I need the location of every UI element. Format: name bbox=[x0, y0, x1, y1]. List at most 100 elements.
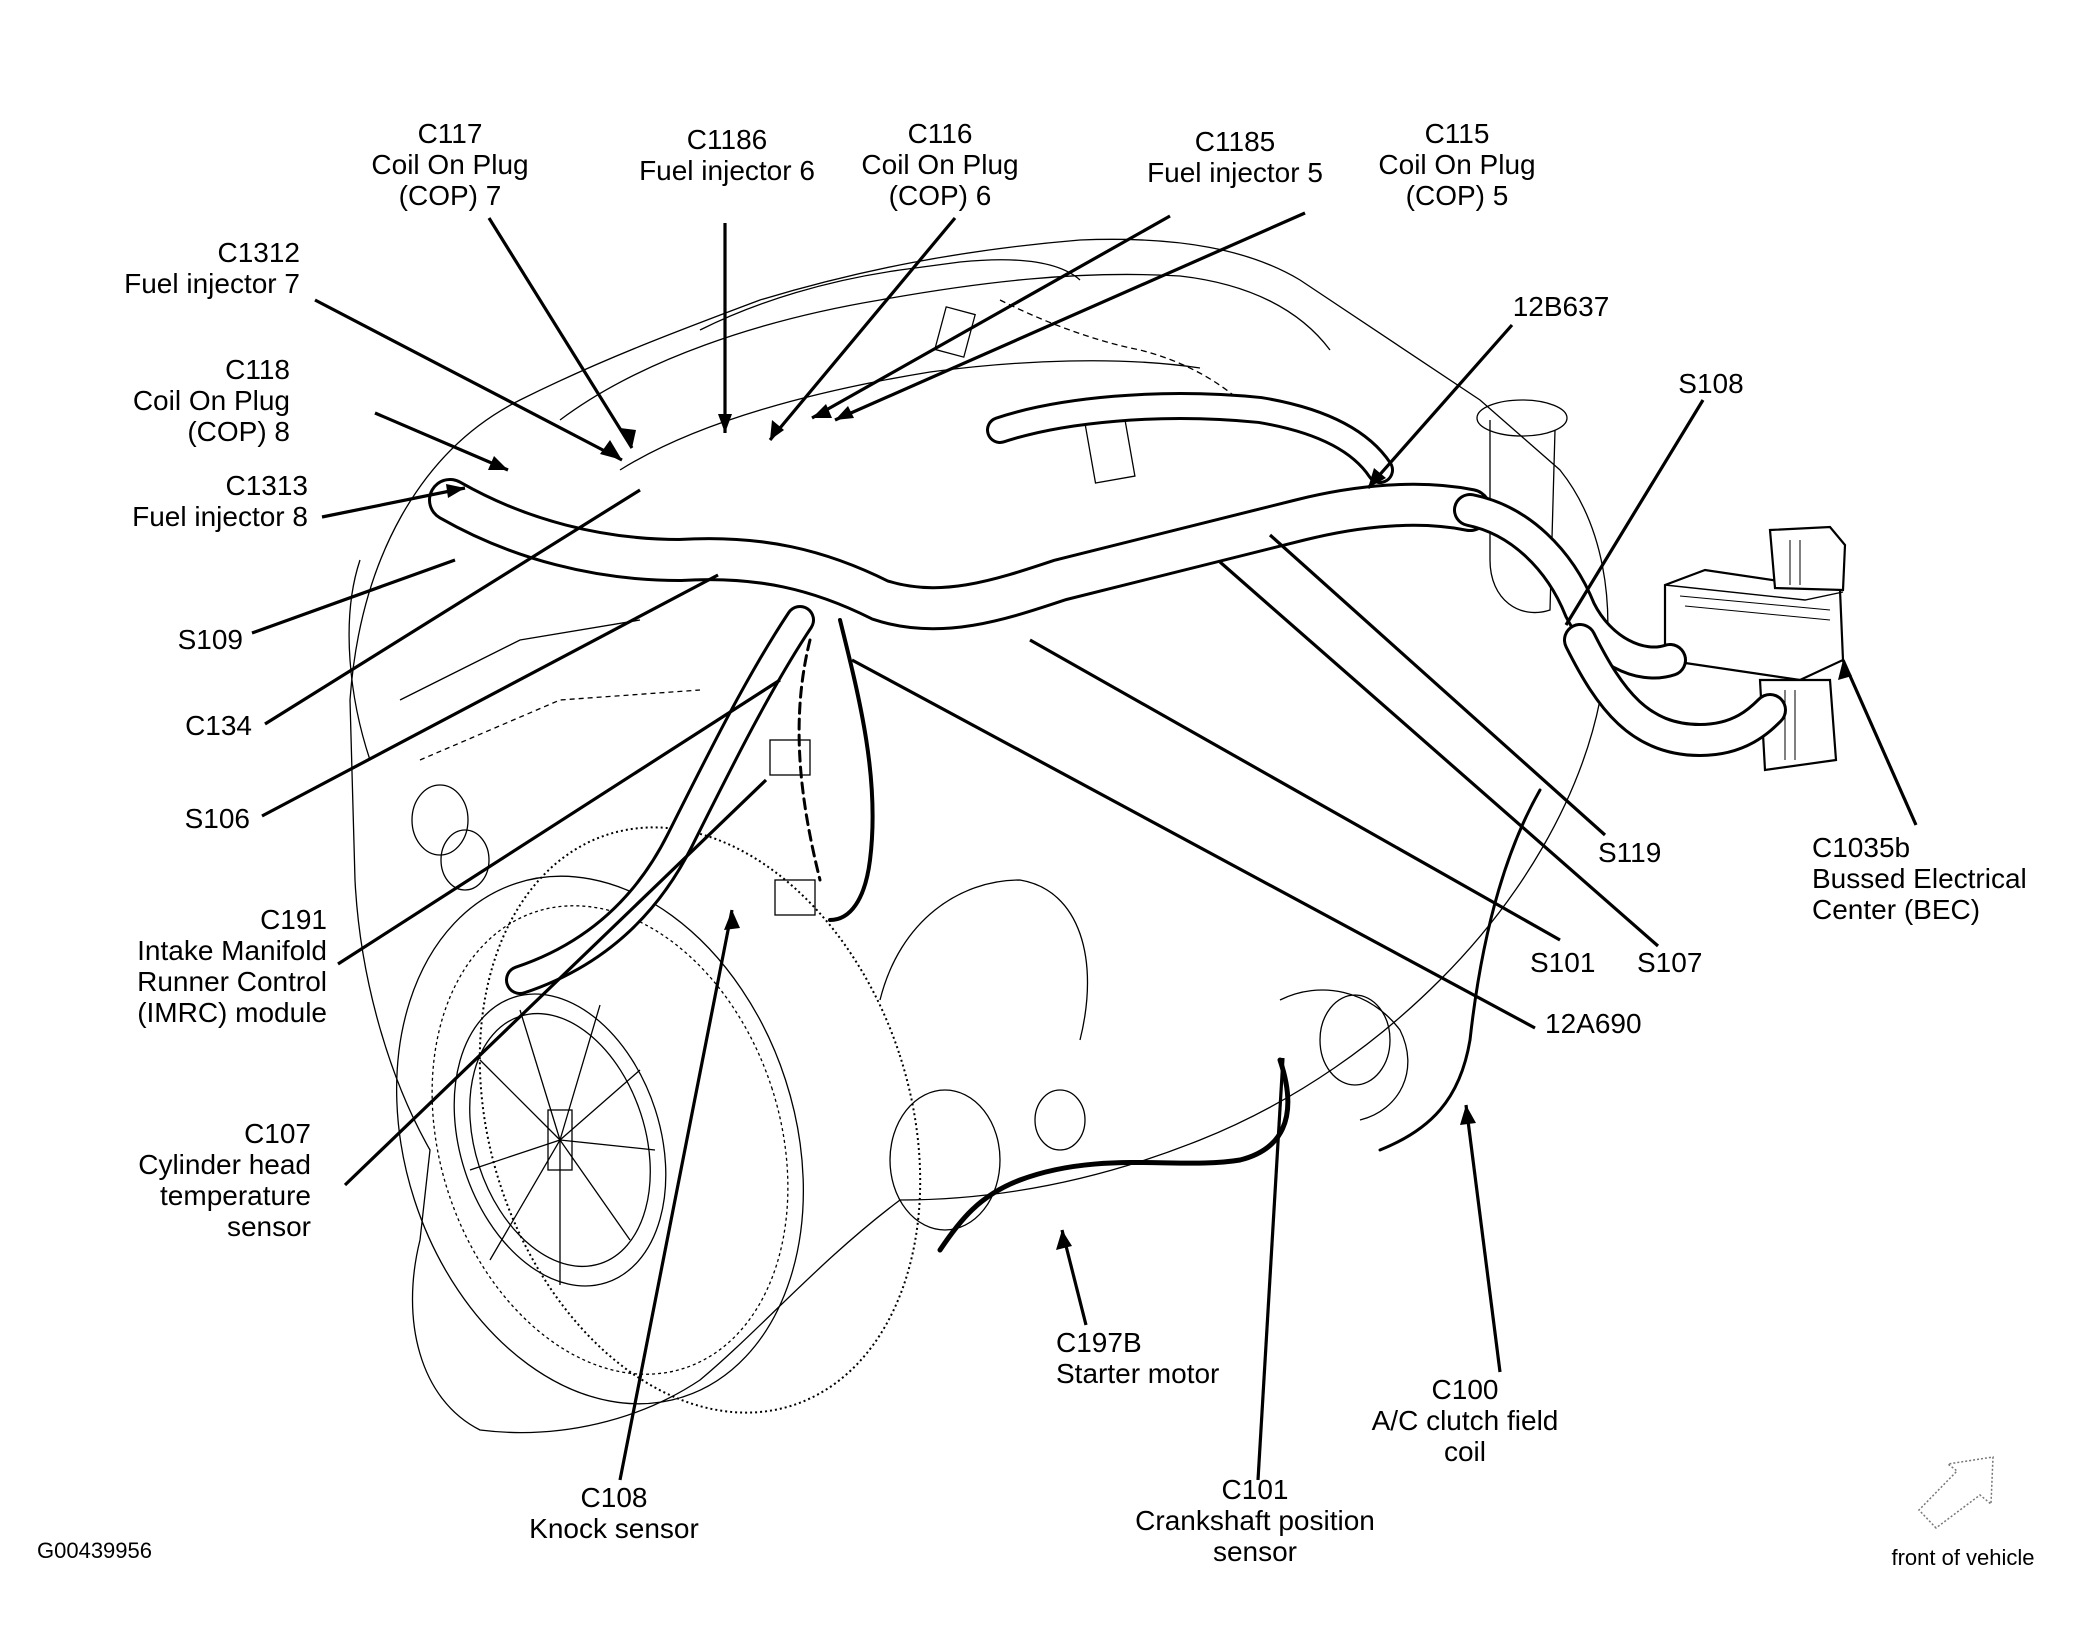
leader-c116 bbox=[768, 216, 957, 442]
callout-code: C116 bbox=[907, 118, 973, 149]
callout-description: Center (BEC) bbox=[1812, 894, 1981, 925]
callout-code: C107 bbox=[244, 1118, 311, 1149]
callout-description: Starter motor bbox=[1056, 1358, 1220, 1389]
callout-description: Fuel injector 8 bbox=[132, 501, 308, 532]
wiring-harness-drawing bbox=[428, 392, 1787, 1253]
leader-s107 bbox=[1218, 560, 1660, 948]
callout-s106: S106 bbox=[185, 803, 250, 834]
callout-c1312: C1312 Fuel injector 7 bbox=[124, 237, 300, 299]
callout-code: S109 bbox=[177, 624, 243, 655]
callout-description: Fuel injector 6 bbox=[639, 155, 815, 186]
leader-s106 bbox=[261, 573, 719, 818]
leader-s109 bbox=[251, 558, 456, 635]
callout-c1035b: C1035b Bussed Electrical Center (BEC) bbox=[1812, 832, 2027, 925]
callout-description: A/C clutch field bbox=[1371, 1405, 1559, 1436]
clutch-spokes bbox=[469, 1004, 656, 1285]
callout-12b637: 12B637 bbox=[1513, 291, 1610, 322]
callout-12a690: 12A690 bbox=[1545, 1008, 1642, 1039]
leader-c1185 bbox=[811, 214, 1171, 420]
callout-code: C1185 bbox=[1194, 126, 1276, 157]
callout-c197b: C197B Starter motor bbox=[1056, 1327, 1219, 1389]
leader-s108 bbox=[1564, 399, 1705, 626]
callout-c191: C191 Intake Manifold Runner Control (IMR… bbox=[137, 904, 327, 1028]
callout-description: Coil On Plug bbox=[861, 149, 1019, 180]
callout-c107: C107 Cylinder head temperature sensor bbox=[138, 1118, 311, 1242]
callout-description: Fuel injector 7 bbox=[124, 268, 300, 299]
callout-code: C115 bbox=[1424, 118, 1490, 149]
callout-code: S107 bbox=[1637, 947, 1703, 978]
callout-c116: C116 Coil On Plug (COP) 6 bbox=[861, 118, 1018, 211]
callout-code: C100 bbox=[1431, 1374, 1499, 1405]
callout-code: S119 bbox=[1598, 837, 1662, 868]
callout-code: C134 bbox=[185, 710, 252, 741]
callout-c115: C115 Coil On Plug (COP) 5 bbox=[1378, 118, 1535, 211]
leader-s119 bbox=[1268, 533, 1607, 837]
callout-description: sensor bbox=[226, 1211, 311, 1242]
callout-code: C1186 bbox=[686, 124, 768, 155]
callout-description: Knock sensor bbox=[529, 1513, 699, 1544]
callout-description: Coil On Plug bbox=[132, 385, 290, 416]
bussed-electrical-center-drawing bbox=[1663, 525, 1847, 772]
leader-c115 bbox=[834, 211, 1306, 422]
leader-c134 bbox=[264, 488, 641, 726]
callout-c1313: C1313 Fuel injector 8 bbox=[132, 470, 308, 532]
front-of-vehicle-label: front of vehicle bbox=[1891, 1545, 2035, 1570]
leader-lines bbox=[251, 211, 1918, 1481]
callout-description: temperature bbox=[160, 1180, 311, 1211]
callout-s119: S119 bbox=[1598, 837, 1661, 868]
callout-code: S108 bbox=[1678, 368, 1744, 399]
callout-description: sensor bbox=[1212, 1536, 1298, 1567]
callout-code: S101 bbox=[1530, 947, 1596, 978]
callout-description: (COP) 5 bbox=[1405, 180, 1509, 211]
callout-description: (IMRC) module bbox=[137, 997, 327, 1028]
callout-c108: C108 Knock sensor bbox=[529, 1482, 699, 1544]
callout-description: coil bbox=[1443, 1436, 1486, 1467]
callout-c118: C118 Coil On Plug (COP) 8 bbox=[133, 354, 290, 447]
callout-c1185: C1185 Fuel injector 5 bbox=[1147, 126, 1323, 188]
callout-description: Runner Control bbox=[137, 966, 327, 997]
callout-description: Bussed Electrical bbox=[1812, 863, 2027, 894]
callout-c1186: C1186 Fuel injector 6 bbox=[639, 124, 815, 186]
leader-c191 bbox=[337, 678, 781, 966]
callout-code: C1035b bbox=[1812, 832, 1911, 863]
leader-c1313 bbox=[321, 486, 466, 519]
callout-code: S106 bbox=[184, 803, 250, 834]
leader-s101 bbox=[1029, 638, 1561, 942]
leader-12a690 bbox=[851, 658, 1536, 1030]
callout-code: C1312 bbox=[217, 237, 300, 268]
leader-c100 bbox=[1464, 1104, 1502, 1373]
callout-c117: C117 Coil On Plug (COP) 7 bbox=[371, 118, 528, 211]
front-of-vehicle-arrow-icon bbox=[1917, 1456, 1994, 1530]
callout-description: (COP) 8 bbox=[187, 416, 290, 447]
leader-c101 bbox=[1256, 1057, 1285, 1481]
callout-c134: C134 bbox=[185, 710, 252, 741]
callout-code: C191 bbox=[260, 904, 327, 935]
callout-description: Fuel injector 5 bbox=[1147, 157, 1323, 188]
callout-code: C117 bbox=[417, 118, 483, 149]
callout-description: Coil On Plug bbox=[1378, 149, 1536, 180]
callout-description: Cylinder head bbox=[138, 1149, 311, 1180]
callout-code: C197B bbox=[1056, 1327, 1142, 1358]
callout-s101: S101 bbox=[1530, 947, 1595, 978]
callout-c101: C101 Crankshaft position sensor bbox=[1135, 1474, 1375, 1567]
callout-code: C101 bbox=[1221, 1474, 1289, 1505]
callout-code: 12B637 bbox=[1512, 291, 1610, 322]
callout-s108: S108 bbox=[1678, 368, 1743, 399]
callout-description: Coil On Plug bbox=[371, 149, 529, 180]
leader-arrowheads bbox=[446, 404, 1852, 1250]
leader-c117 bbox=[487, 217, 634, 449]
callout-s109: S109 bbox=[178, 624, 243, 655]
leader-c1035b bbox=[1841, 659, 1918, 826]
leader-c107 bbox=[343, 778, 768, 1187]
leader-c108 bbox=[618, 909, 734, 1481]
callout-code: C118 bbox=[225, 354, 290, 385]
callout-code: 12A690 bbox=[1545, 1008, 1642, 1039]
callout-description: Intake Manifold bbox=[137, 935, 327, 966]
leader-12b637 bbox=[1366, 323, 1514, 490]
callout-description: (COP) 6 bbox=[888, 180, 992, 211]
figure-id: G00439956 bbox=[37, 1538, 152, 1563]
callout-c100: C100 A/C clutch field coil bbox=[1372, 1374, 1559, 1467]
callout-s107: S107 bbox=[1637, 947, 1702, 978]
